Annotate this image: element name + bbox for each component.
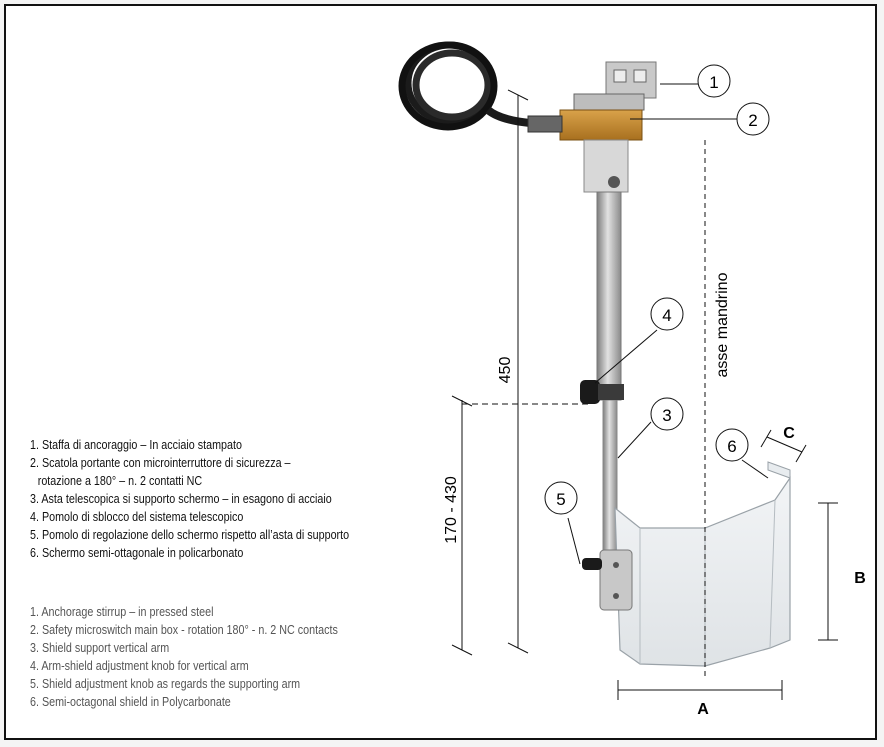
- dimension-b: B: [854, 570, 866, 587]
- callout-3: 3: [650, 397, 684, 431]
- telescopic-rod: [580, 191, 624, 601]
- svg-text:5: 5: [556, 490, 565, 509]
- legend-it-line: 1. Staffa di ancoraggio – In acciaio sta…: [30, 438, 242, 452]
- callout-leaders: [567, 83, 769, 565]
- legend-it-line: 3. Asta telescopica si supporto schermo …: [30, 492, 332, 506]
- anchorage-stirrup: [605, 61, 657, 99]
- legend-it-line: rotazione a 180° – n. 2 contatti NC: [37, 474, 203, 488]
- svg-text:6: 6: [727, 437, 736, 456]
- legend-it-line: 5. Pomolo di regolazione dello schermo r…: [30, 528, 350, 542]
- dimension-450: 450: [497, 357, 514, 384]
- callout-2: 2: [736, 102, 770, 136]
- legend-en-line: 3. Shield support vertical arm: [30, 641, 170, 655]
- legend-en-line: 6. Semi-octagonal shield in Polycarbonat…: [30, 695, 231, 709]
- legend-en-line: 2. Safety microswitch main box - rotatio…: [30, 623, 338, 637]
- callout-1: 1: [697, 64, 731, 98]
- svg-text:3: 3: [662, 406, 671, 425]
- dimension-a: A: [697, 701, 709, 718]
- dimension-lines: [451, 89, 838, 700]
- svg-text:1: 1: [709, 73, 718, 92]
- legend-it-line: 6. Schermo semi-ottagonale in policarbon…: [30, 546, 244, 560]
- legend-en-line: 4. Arm-shield adjustment knob for vertic…: [30, 659, 249, 673]
- legend-english: 1. Anchorage stirrup – in pressed steel …: [30, 603, 338, 711]
- dimension-170-430: 170 - 430: [443, 476, 460, 544]
- coiled-cable: [398, 41, 531, 131]
- svg-text:4: 4: [662, 306, 671, 325]
- shield-adjustment-knob: [582, 549, 633, 611]
- dimension-c: C: [783, 425, 795, 442]
- polycarbonate-shield: [614, 461, 791, 667]
- legend-italian: 1. Staffa di ancoraggio – In acciaio sta…: [30, 436, 349, 562]
- microswitch-box: [527, 93, 645, 193]
- legend-en-line: 1. Anchorage stirrup – in pressed steel: [30, 605, 214, 619]
- callout-5: 5: [544, 481, 578, 515]
- svg-text:2: 2: [748, 111, 757, 130]
- legend-it-line: 4. Pomolo di sblocco del sistema telesco…: [30, 510, 244, 524]
- axis-label: asse mandrino: [714, 272, 731, 377]
- callout-6: 6: [715, 428, 749, 462]
- callout-4: 4: [650, 297, 684, 331]
- legend-it-line: 2. Scatola portante con microinterruttor…: [30, 456, 291, 470]
- legend-en-line: 5. Shield adjustment knob as regards the…: [30, 677, 301, 691]
